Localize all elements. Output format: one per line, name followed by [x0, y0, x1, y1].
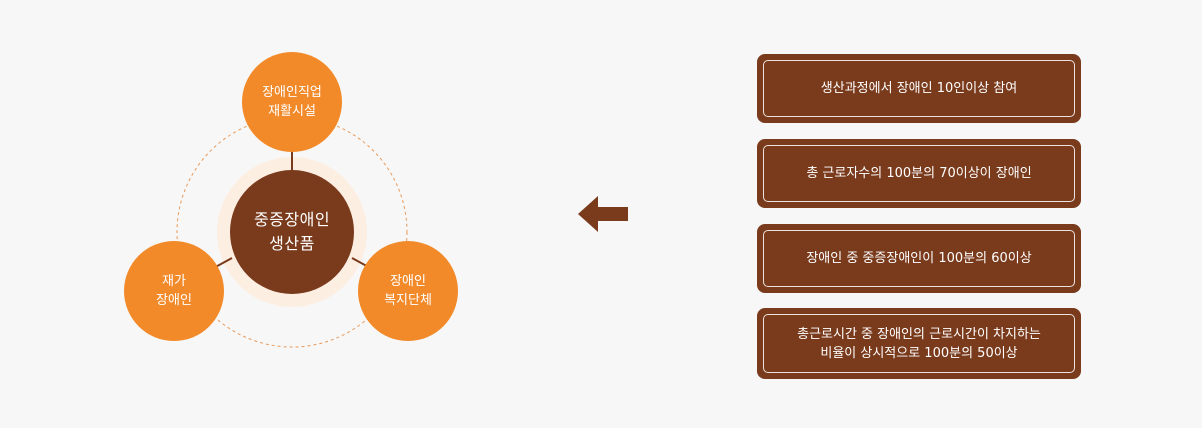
- arrow-left-icon: [578, 196, 628, 232]
- top-node-line-2: 재활시설: [268, 104, 316, 119]
- condition-box-2: 총 근로자수의 100분의 70이상이 장애인: [757, 139, 1081, 208]
- right-node: 장애인 복지단체: [358, 241, 458, 341]
- top-node: 장애인직업 재활시설: [242, 52, 342, 152]
- condition-box-3-inner: 장애인 중 중증장애인이 100분의 60이상: [763, 230, 1075, 287]
- condition-box-1-inner: 생산과정에서 장애인 10인이상 참여: [763, 60, 1075, 117]
- center-node: 중증장애인 생산품: [230, 170, 354, 294]
- condition-4-line-1: 총근로시간 중 장애인의 근로시간이 차지하는: [797, 326, 1041, 342]
- condition-3-line-1: 장애인 중 중증장애인이 100분의 60이상: [806, 251, 1032, 266]
- left-node: 재가 장애인: [124, 241, 224, 341]
- left-node-line-2: 장애인: [156, 293, 192, 308]
- center-node-line-2: 생산품: [269, 234, 315, 253]
- right-node-line-1: 장애인: [390, 274, 426, 289]
- condition-1-line-1: 생산과정에서 장애인 10인이상 참여: [820, 81, 1018, 96]
- condition-box-1: 생산과정에서 장애인 10인이상 참여: [757, 54, 1081, 123]
- condition-box-4-inner: 총근로시간 중 장애인의 근로시간이 차지하는 비율이 상시적으로 100분의 …: [763, 314, 1075, 373]
- right-node-line-2: 복지단체: [384, 293, 432, 308]
- condition-box-2-inner: 총 근로자수의 100분의 70이상이 장애인: [763, 145, 1075, 202]
- center-node-line-1: 중증장애인: [253, 210, 331, 229]
- condition-4-line-2: 비율이 상시적으로 100분의 50이상: [820, 345, 1018, 361]
- condition-box-3: 장애인 중 중증장애인이 100분의 60이상: [757, 224, 1081, 293]
- condition-box-4: 총근로시간 중 장애인의 근로시간이 차지하는 비율이 상시적으로 100분의 …: [757, 308, 1081, 379]
- left-node-line-1: 재가: [162, 274, 186, 289]
- condition-2-line-1: 총 근로자수의 100분의 70이상이 장애인: [806, 166, 1032, 181]
- top-node-line-1: 장애인직업: [262, 85, 322, 100]
